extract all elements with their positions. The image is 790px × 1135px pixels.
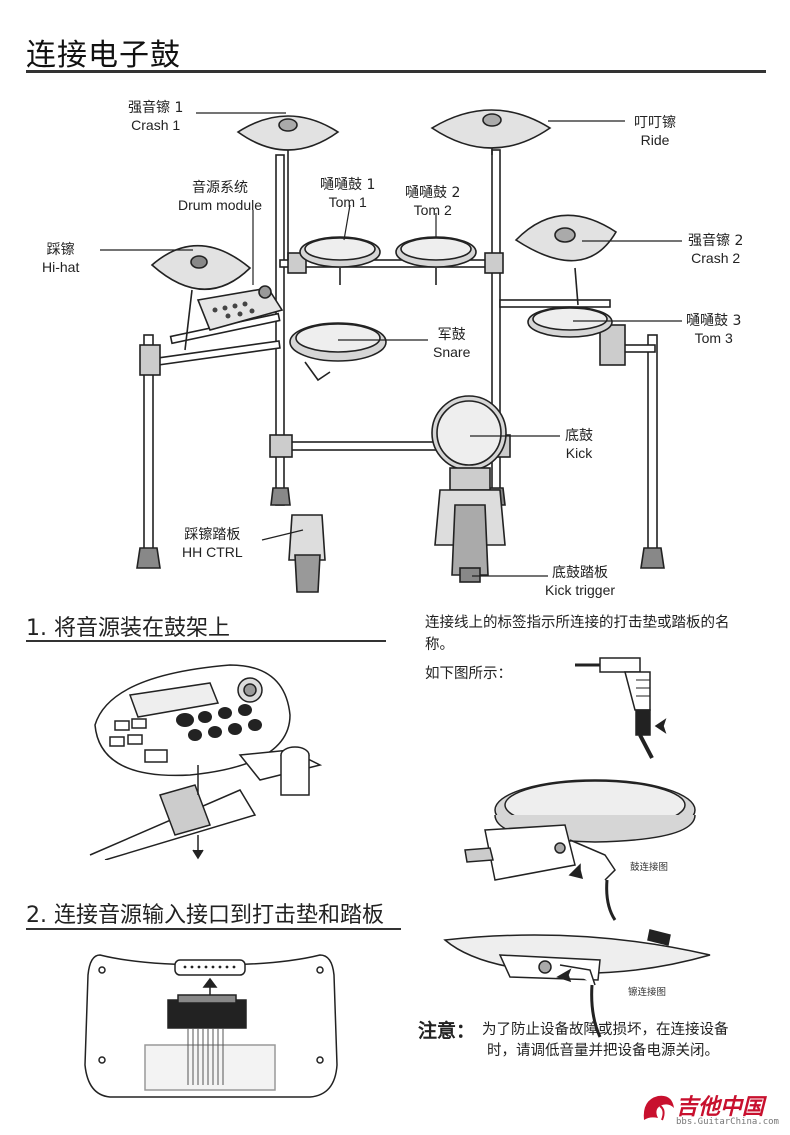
dragon-logo-icon xyxy=(643,1095,674,1121)
title-divider xyxy=(26,70,766,73)
drum-connection-caption: 鼓连接图 xyxy=(630,862,669,873)
cymbal-connection-illustration xyxy=(443,929,711,1038)
cable-tag xyxy=(635,709,651,736)
step2-divider xyxy=(26,928,401,930)
hihat-pedal xyxy=(288,514,326,561)
drum-module-on-rack xyxy=(196,287,284,331)
step1-heading: 1. 将音源装在鼓架上 xyxy=(26,616,230,641)
module-back-illustration xyxy=(84,954,338,1098)
right-foot xyxy=(640,547,665,569)
watermark-url: bbs.GuitarChina.com xyxy=(676,1117,779,1127)
mount-clamp xyxy=(159,784,211,836)
cable-plug-illustration xyxy=(575,657,667,759)
step1-divider xyxy=(26,640,386,642)
cymbal-connection-caption: 镲连接图 xyxy=(628,987,667,998)
step2-heading: 2. 连接音源输入接口到打击垫和踏板 xyxy=(26,903,384,928)
far-right-pole xyxy=(647,334,658,551)
ride-cymbal xyxy=(430,109,552,149)
note-title: 注意： xyxy=(418,1020,476,1042)
drum-kit-illustration xyxy=(100,109,682,593)
left-foot xyxy=(136,547,161,569)
drum-connection-illustration xyxy=(464,779,696,921)
tag-arrow xyxy=(654,718,667,734)
input-port xyxy=(174,959,246,976)
module-mount-illustration xyxy=(89,664,323,860)
module-lcd xyxy=(128,682,220,718)
note-text: 为了防止设备故障或损坏，在连接设备 时，请调低音量并把设备电源关闭。 xyxy=(482,1022,729,1059)
cable-label-description: 连接线上的标签指示所连接的打击垫或踏板的名 称。 xyxy=(425,615,730,653)
crash1-cymbal xyxy=(236,115,340,151)
page-title: 连接电子鼓 xyxy=(26,38,181,73)
watermark-main: 吉他中国 xyxy=(676,1095,765,1120)
cable-connector xyxy=(167,999,247,1029)
as-shown-text: 如下图所示： xyxy=(425,666,512,682)
